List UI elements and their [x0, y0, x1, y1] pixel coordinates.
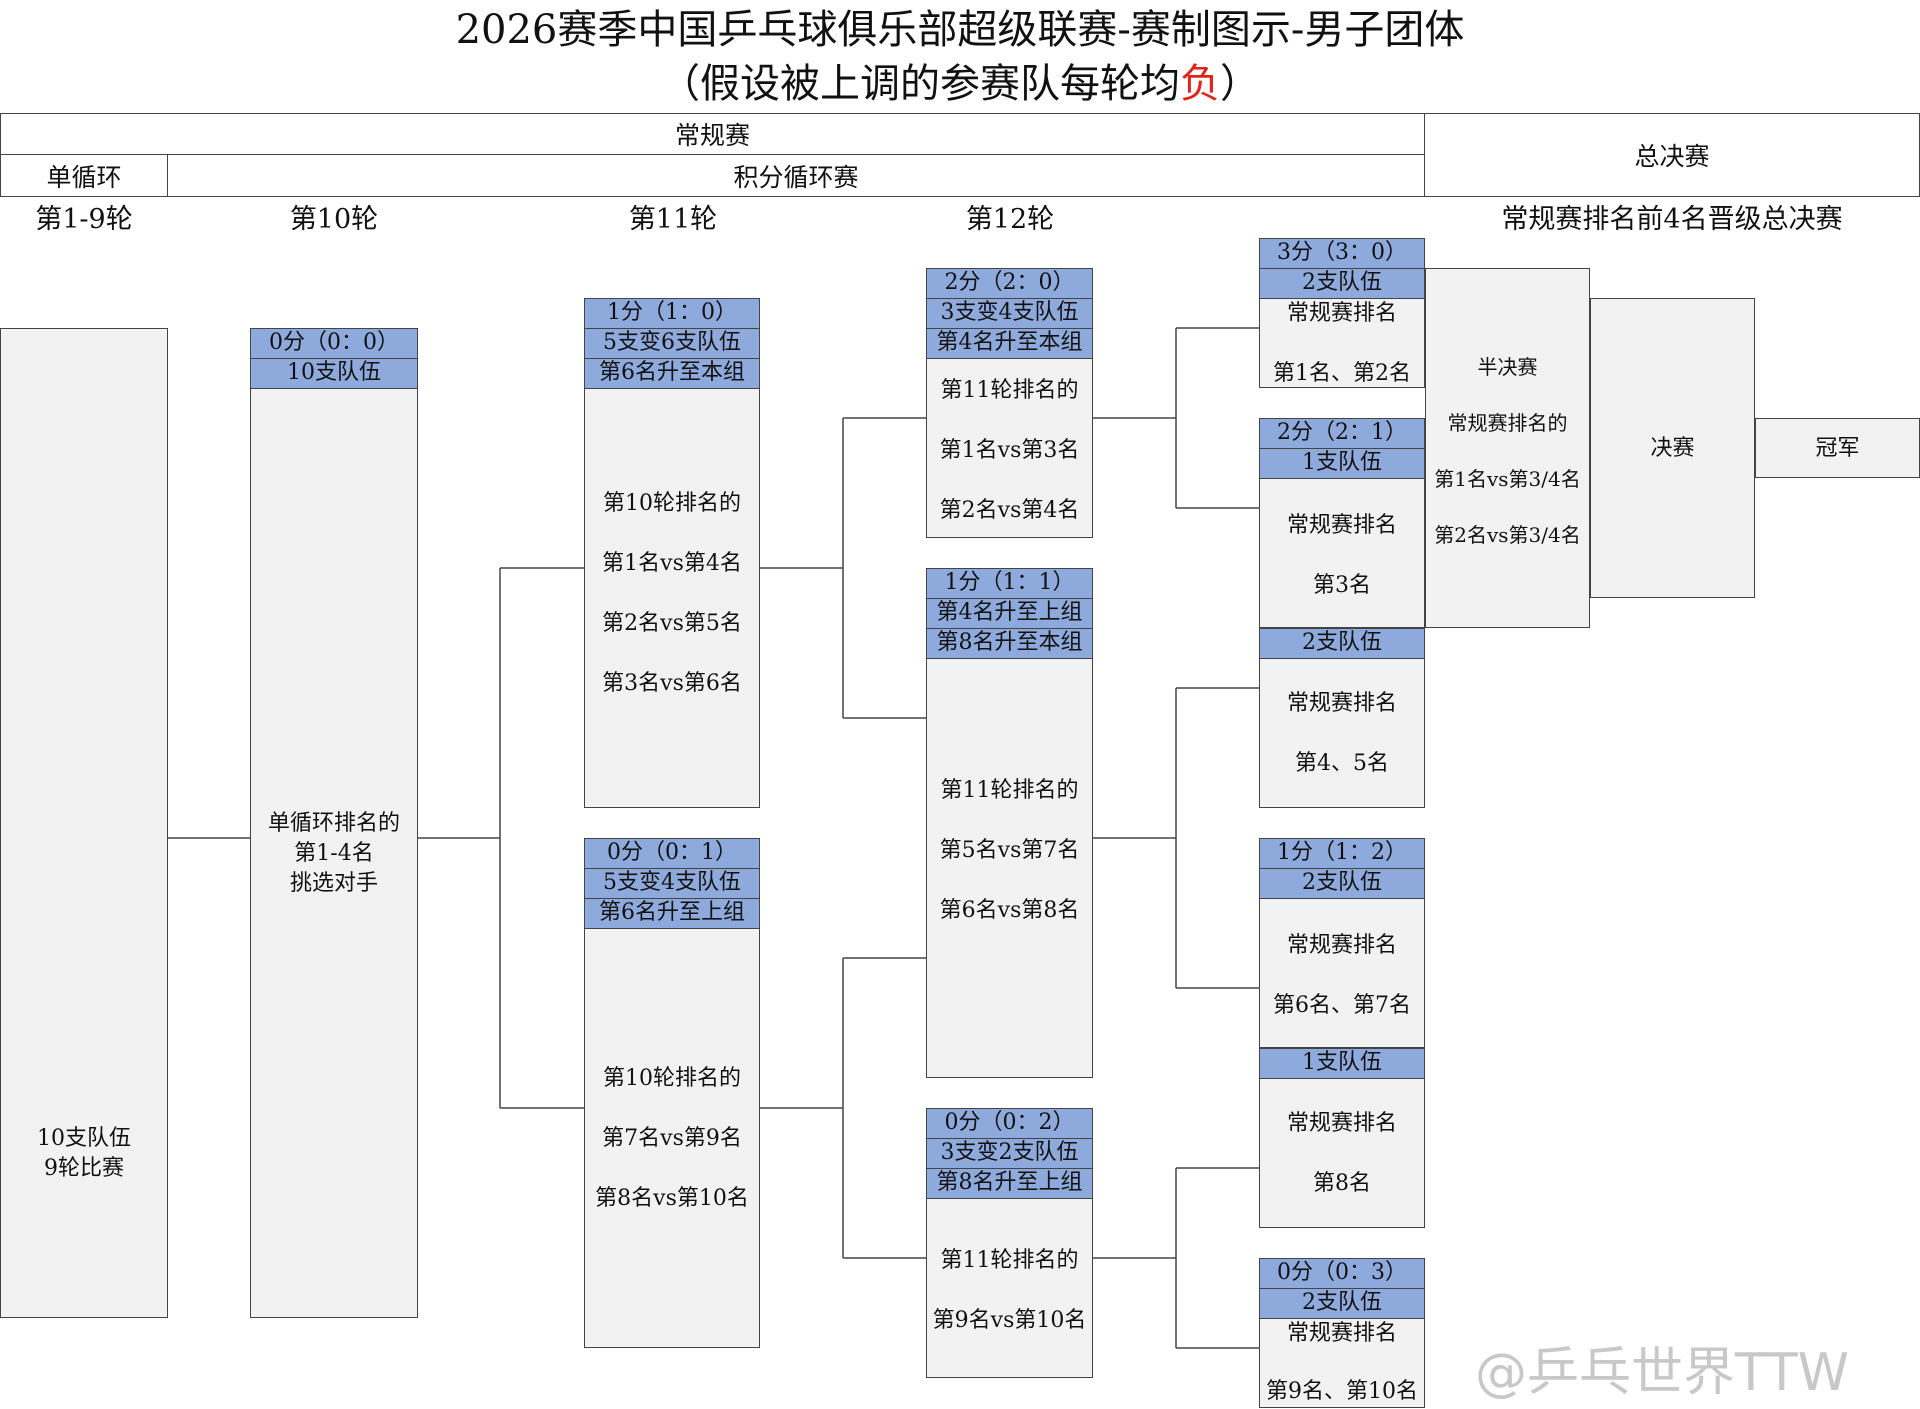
box-line: 第6名vs第8名 — [939, 898, 1080, 923]
box-header-note: 第8名升至本组 — [927, 629, 1092, 659]
box-header-teams: 3支变2支队伍 — [927, 1139, 1092, 1169]
header-regular: 常规赛 — [0, 113, 1425, 155]
box-line: 第9名vs第10名 — [932, 1308, 1087, 1333]
box-rounds-1-9: 10支队伍 9轮比赛 — [0, 328, 168, 1318]
box-header-teams: 2支队伍 — [1260, 1289, 1424, 1319]
box-line: 第1名vs第3名 — [939, 438, 1080, 463]
box-line: 单循环排名的 — [267, 811, 400, 836]
box-line: 第3名 — [1313, 573, 1371, 598]
box-line: 第4、5名 — [1295, 751, 1389, 776]
box-line: 第9名、第10名 — [1266, 1379, 1418, 1404]
box-final: 决赛 — [1590, 298, 1755, 598]
box-line: 第6名、第7名 — [1273, 993, 1411, 1018]
round-label-finals: 常规赛排名前4名晋级总决赛 — [1501, 204, 1843, 235]
box-header-score: 1分（1：0） — [585, 299, 759, 329]
box-line: 第5名vs第7名 — [939, 838, 1080, 863]
watermark: @乒乓世界TTW — [1475, 1343, 1850, 1403]
box-line: 第11轮排名的 — [940, 378, 1079, 403]
box-round-12-bottom: 0分（0：2） 3支变2支队伍 第8名升至上组 第11轮排名的 第9名vs第10… — [926, 1108, 1093, 1378]
round-label-10: 第10轮 — [289, 204, 379, 235]
round-label-1-9: 第1-9轮 — [35, 204, 133, 235]
box-header-note: 第8名升至上组 — [927, 1169, 1092, 1199]
box-header-teams: 1支队伍 — [1260, 1049, 1424, 1079]
box-line: 第7名vs第9名 — [602, 1126, 742, 1151]
box-line: 常规赛排名 — [1286, 691, 1397, 716]
box-result-1-2: 3分（3：0） 2支队伍 常规赛排名 第1名、第2名 — [1259, 238, 1425, 388]
box-result-3: 2分（2：1） 1支队伍 常规赛排名 第3名 — [1259, 418, 1425, 628]
box-line: 第3名vs第6名 — [602, 671, 742, 696]
box-line: 常规赛排名 — [1286, 513, 1397, 538]
page-title: 2026赛季中国乒乓球俱乐部超级联赛-赛制图示-男子团体 — [455, 7, 1465, 53]
box-header-score: 1分（1：1） — [927, 569, 1092, 599]
box-header-teams: 5支变4支队伍 — [585, 869, 759, 899]
box-header-score: 0分（0：3） — [1260, 1259, 1424, 1289]
box-line: 挑选对手 — [289, 871, 378, 896]
box-header-note: 第6名升至上组 — [585, 899, 759, 929]
box-line: 第11轮排名的 — [940, 1248, 1079, 1273]
box-line: 第2名vs第3/4名 — [1434, 523, 1581, 547]
box-result-8: 1支队伍 常规赛排名 第8名 — [1259, 1048, 1425, 1228]
box-line: 第1名vs第4名 — [602, 551, 742, 576]
box-line: 常规赛排名 — [1286, 1321, 1397, 1346]
header-points-rr: 积分循环赛 — [167, 154, 1425, 197]
box-line: 第2名vs第5名 — [602, 611, 742, 636]
box-line: 第10轮排名的 — [603, 1066, 741, 1091]
subtitle-red: 负 — [1180, 61, 1220, 107]
box-line: 第1名vs第3/4名 — [1434, 467, 1581, 491]
box-line: 常规赛排名 — [1286, 1111, 1397, 1136]
box-line: 9轮比赛 — [44, 1156, 124, 1181]
box-line: 第11轮排名的 — [940, 778, 1079, 803]
box-header-teams: 10支队伍 — [251, 359, 417, 389]
box-line: 第1-4名 — [294, 841, 374, 866]
box-header-teams: 2支队伍 — [1260, 629, 1424, 659]
box-header-teams: 5支变6支队伍 — [585, 329, 759, 359]
box-result-4-5: 2支队伍 常规赛排名 第4、5名 — [1259, 628, 1425, 808]
box-header-note: 第6名升至本组 — [585, 359, 759, 389]
box-header-teams: 1支队伍 — [1260, 449, 1424, 479]
box-header-score: 0分（0：2） — [927, 1109, 1092, 1139]
box-line: 冠军 — [1815, 436, 1860, 461]
box-line: 第8名 — [1313, 1171, 1371, 1196]
box-line: 第2名vs第4名 — [939, 498, 1080, 523]
box-line: 常规赛排名的 — [1447, 411, 1568, 435]
box-line: 第1名、第2名 — [1273, 361, 1411, 386]
box-result-9-10: 0分（0：3） 2支队伍 常规赛排名 第9名、第10名 — [1259, 1258, 1425, 1408]
box-header-note: 第4名升至上组 — [927, 599, 1092, 629]
box-header-score: 2分（2：1） — [1260, 419, 1424, 449]
box-header-note: 第4名升至本组 — [927, 329, 1092, 359]
subtitle-suffix: ） — [1220, 61, 1260, 107]
box-header-score: 1分（1：2） — [1260, 839, 1424, 869]
round-label-11: 第11轮 — [628, 204, 718, 235]
box-round-12-top: 2分（2：0） 3支变4支队伍 第4名升至本组 第11轮排名的 第1名vs第3名… — [926, 268, 1093, 538]
box-header-score: 3分（3：0） — [1260, 239, 1424, 269]
box-round-11-lower: 0分（0：1） 5支变4支队伍 第6名升至上组 第10轮排名的 第7名vs第9名… — [584, 838, 760, 1348]
round-label-12: 第12轮 — [965, 204, 1055, 235]
box-line: 决赛 — [1650, 436, 1695, 461]
box-line: 第8名vs第10名 — [595, 1186, 749, 1211]
box-round-10: 0分（0：0） 10支队伍 单循环排名的 第1-4名 挑选对手 — [250, 328, 418, 1318]
box-header-teams: 3支变4支队伍 — [927, 299, 1092, 329]
box-line: 半决赛 — [1477, 355, 1538, 379]
box-line: 常规赛排名 — [1286, 933, 1397, 958]
box-header-teams: 2支队伍 — [1260, 869, 1424, 899]
box-header-score: 0分（0：0） — [251, 329, 417, 359]
box-line: 10支队伍 — [37, 1126, 131, 1151]
box-round-12-middle: 1分（1：1） 第4名升至上组 第8名升至本组 第11轮排名的 第5名vs第7名… — [926, 568, 1093, 1078]
box-champion: 冠军 — [1755, 418, 1920, 478]
box-semifinal: 半决赛 常规赛排名的 第1名vs第3/4名 第2名vs第3/4名 — [1425, 268, 1590, 628]
box-line: 第10轮排名的 — [603, 491, 741, 516]
box-header-score: 2分（2：0） — [927, 269, 1092, 299]
box-header-teams: 2支队伍 — [1260, 269, 1424, 299]
box-round-11-upper: 1分（1：0） 5支变6支队伍 第6名升至本组 第10轮排名的 第1名vs第4名… — [584, 298, 760, 808]
subtitle-prefix: （假设被上调的参赛队每轮均 — [660, 61, 1180, 107]
header-single-rr: 单循环 — [0, 154, 168, 197]
box-line: 常规赛排名 — [1286, 301, 1397, 326]
page-subtitle: （假设被上调的参赛队每轮均负） — [0, 62, 1920, 106]
box-header-score: 0分（0：1） — [585, 839, 759, 869]
box-result-6-7: 1分（1：2） 2支队伍 常规赛排名 第6名、第7名 — [1259, 838, 1425, 1048]
